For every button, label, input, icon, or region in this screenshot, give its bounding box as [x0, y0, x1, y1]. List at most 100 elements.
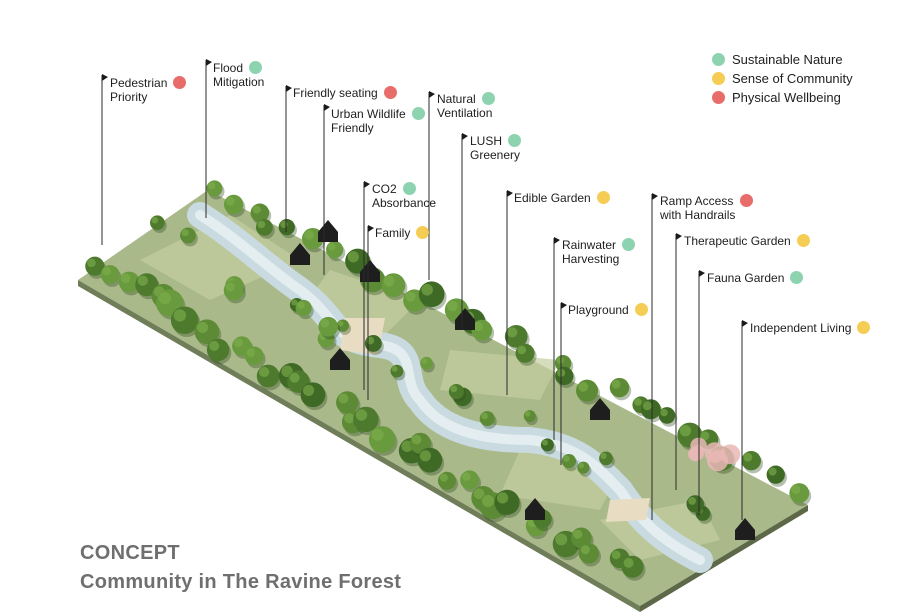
tree	[223, 280, 244, 301]
category-dot-wellbeing	[383, 86, 397, 99]
category-dot-nature	[790, 271, 804, 284]
tree-highlight	[411, 434, 422, 445]
shelter	[590, 398, 610, 420]
tree	[223, 194, 244, 215]
tree	[390, 364, 404, 378]
tree-highlight	[355, 409, 368, 421]
category-dot-wellbeing	[173, 76, 187, 89]
ground-edge-right	[640, 505, 808, 612]
tree-highlight	[556, 356, 564, 365]
category-dot-community	[416, 226, 430, 239]
tree	[577, 461, 590, 474]
tree-highlight	[371, 428, 384, 441]
tree	[448, 383, 464, 400]
category-dot-wellbeing	[740, 194, 754, 207]
tree-highlight	[496, 492, 509, 504]
tree-highlight	[600, 452, 607, 460]
tree-highlight	[578, 462, 584, 469]
pole-flag	[742, 320, 748, 327]
category-dot-nature	[249, 61, 263, 74]
tree-highlight	[623, 557, 634, 568]
tree	[523, 410, 536, 423]
tree-highlight	[344, 413, 355, 424]
tree-highlight	[257, 220, 266, 229]
shelter	[318, 220, 338, 242]
pole-flag	[561, 302, 567, 309]
tree-highlight	[611, 379, 621, 389]
pole-flag	[364, 181, 370, 188]
tree	[515, 343, 535, 363]
tree-highlight	[281, 365, 293, 378]
tree-highlight	[225, 282, 235, 292]
pole-flag	[206, 59, 212, 66]
tree-highlight	[137, 275, 148, 286]
tree-highlight	[304, 230, 314, 240]
category-dot-nature	[402, 182, 416, 195]
shelter	[455, 308, 475, 330]
tree-highlight	[768, 467, 777, 476]
tree-highlight	[259, 366, 270, 378]
annotation-label: Pedestrian Priority	[110, 76, 168, 104]
tree	[658, 407, 676, 424]
category-dot-nature	[508, 134, 521, 147]
tree	[206, 338, 230, 362]
tree	[479, 411, 495, 427]
tree-highlight	[439, 473, 448, 482]
tree	[766, 465, 785, 484]
tree-highlight	[743, 452, 753, 462]
shelter	[290, 243, 310, 265]
blossom-tree	[720, 444, 741, 465]
tree-highlight	[327, 242, 336, 251]
tree-highlight	[524, 411, 531, 417]
annotation-label: LUSH Greenery	[470, 134, 521, 162]
river-highlight	[195, 210, 705, 565]
legend-dot-nature	[712, 53, 725, 66]
pole-flag	[324, 104, 330, 111]
tree-highlight	[611, 550, 621, 560]
category-dot-nature	[411, 107, 425, 120]
tree-highlight	[507, 327, 518, 338]
concept-subtitle: Community in The Ravine Forest	[80, 571, 402, 593]
tree-highlight	[563, 455, 570, 462]
tree	[256, 364, 280, 388]
concept-heading: CONCEPT	[80, 542, 180, 564]
annotation-label: Rainwater Harvesting	[562, 238, 620, 266]
tree	[555, 366, 574, 386]
tree	[561, 454, 577, 469]
tree-highlight	[338, 393, 349, 404]
tree-highlight	[700, 431, 710, 441]
legend-item: Sense of Community	[732, 71, 853, 86]
blossom-tree	[689, 445, 705, 461]
tree-highlight	[572, 529, 583, 539]
tree-highlight	[473, 488, 485, 500]
tree-highlight	[102, 267, 112, 276]
annotation-label: Natural Ventilation	[437, 92, 493, 120]
annotation-label: Fauna Garden	[707, 271, 785, 285]
annotation-label: Family	[375, 226, 411, 240]
annotation-label: Independent Living	[750, 321, 852, 335]
shelter	[360, 260, 380, 282]
pole-flag	[676, 233, 682, 240]
annotation-label: Edible Garden	[514, 191, 591, 205]
tree-highlight	[660, 408, 668, 417]
legend-dot-wellbeing	[712, 91, 725, 104]
tree-highlight	[347, 251, 359, 263]
tree-highlight	[291, 299, 298, 306]
tree-highlight	[87, 258, 96, 268]
tree	[368, 426, 396, 453]
tree-highlight	[419, 450, 432, 462]
legend-item: Sustainable Nature	[732, 52, 843, 67]
pole-flag	[286, 85, 292, 92]
tree	[640, 399, 661, 420]
annotation-label: Flood Mitigation	[213, 61, 265, 89]
tree	[364, 335, 382, 352]
tree-highlight	[542, 439, 549, 446]
tree	[180, 227, 196, 244]
lawn-patch	[300, 270, 420, 340]
annotation-poles	[101, 59, 748, 520]
annotation-label: Friendly seating	[293, 86, 378, 100]
category-dot-nature	[622, 238, 636, 251]
tree-highlight	[234, 338, 243, 348]
tree	[686, 495, 704, 513]
